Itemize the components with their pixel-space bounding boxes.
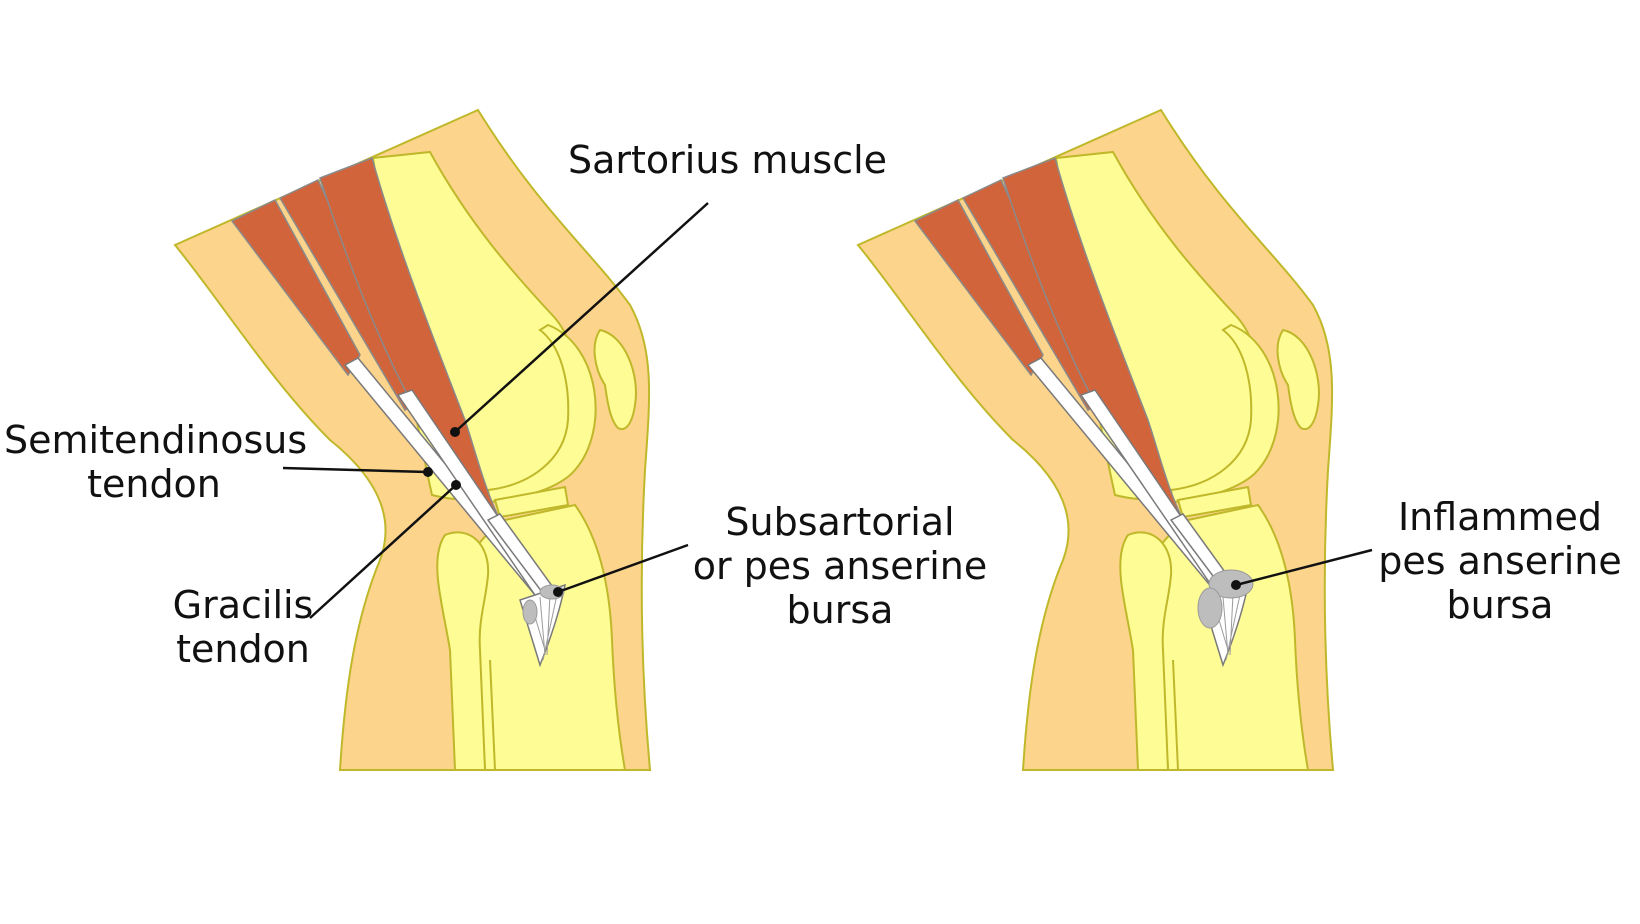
inflamed-dot	[1231, 580, 1241, 590]
sartorius-leader	[454, 202, 709, 433]
inflamed-bursa-label: Inflammed pes anserine bursa	[1378, 495, 1622, 627]
gracilis-tendon-label: Gracilis tendon	[172, 583, 314, 671]
semitendinosus-leader	[282, 466, 429, 474]
semitendinosus-dot	[423, 467, 433, 477]
leader-lines	[282, 202, 1373, 619]
inflamed-bursa-lower	[1197, 587, 1223, 629]
inflamed-knee-illustration	[857, 109, 1334, 771]
pes-anserine-bursa-lower	[522, 599, 538, 625]
sartorius-dot	[450, 427, 460, 437]
inflamed-bursa	[1208, 569, 1254, 599]
sartorius-muscle-label: Sartorius muscle	[568, 138, 888, 182]
gracilis-leader	[309, 484, 457, 619]
subsartorial-leader	[557, 543, 689, 594]
semitendinosus-tendon-label: Semitendinosus tendon	[4, 418, 308, 506]
subsartorial-bursa-label: Subsartorial or pes anserine bursa	[692, 500, 988, 632]
subsartorial-dot	[553, 587, 563, 597]
gracilis-dot	[451, 480, 461, 490]
inflamed-leader	[1235, 548, 1373, 587]
